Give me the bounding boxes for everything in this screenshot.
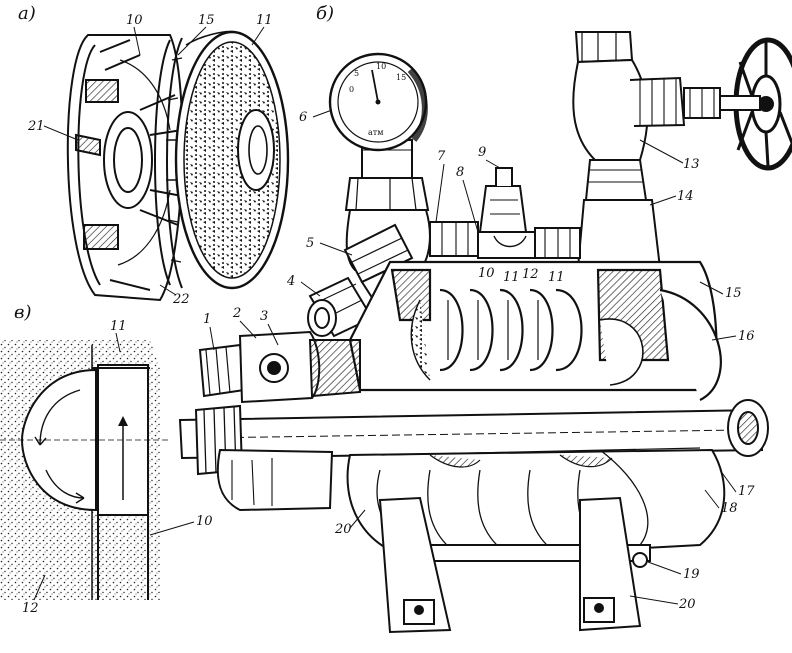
label-a-15: 15 bbox=[198, 13, 215, 28]
label-b-5: 5 bbox=[306, 236, 314, 251]
top-manifold bbox=[429, 167, 581, 259]
label-b-3: 3 bbox=[260, 309, 268, 324]
label-b-9: 9 bbox=[478, 145, 486, 160]
label-b-4: 4 bbox=[286, 274, 295, 289]
gauge-unit: атм bbox=[368, 128, 383, 137]
leader-lines-a bbox=[43, 26, 265, 296]
label-b-8: 8 bbox=[456, 165, 464, 180]
label-a-10: 10 bbox=[126, 13, 143, 28]
impeller-back-disc bbox=[66, 34, 184, 302]
label-b-1: 1 bbox=[203, 312, 211, 327]
pump-base bbox=[378, 496, 651, 634]
label-b-17: 17 bbox=[738, 484, 755, 499]
label-v-11: 11 bbox=[110, 319, 127, 334]
valve-assembly bbox=[572, 31, 792, 269]
panel-label-v: в) bbox=[14, 302, 32, 323]
gauge-scale-5: 5 bbox=[354, 69, 359, 78]
impeller-middle-ring bbox=[154, 37, 183, 289]
pump-shaft bbox=[178, 399, 769, 476]
label-v-12: 12 bbox=[22, 601, 39, 616]
pump-casing bbox=[348, 260, 722, 401]
label-b-11-first: 11 bbox=[503, 270, 520, 285]
label-b-18: 18 bbox=[721, 501, 738, 516]
label-b-19: 19 bbox=[683, 567, 700, 582]
label-b-2: 2 bbox=[232, 306, 241, 321]
panel-b-pump-assembly: б) 0 5 10 15 атм bbox=[178, 3, 792, 634]
label-b-6: 6 bbox=[299, 110, 307, 125]
panel-v-section-view: в) 11 10 12 bbox=[0, 302, 213, 616]
label-a-22: 22 bbox=[172, 292, 190, 307]
bearing-housing-left bbox=[198, 330, 361, 404]
label-b-20-right: 20 bbox=[678, 597, 696, 612]
label-b-10: 10 bbox=[478, 266, 495, 281]
label-b-20-left: 20 bbox=[334, 522, 352, 537]
impeller-front-disc bbox=[174, 30, 290, 290]
gauge-scale-10: 10 bbox=[376, 62, 386, 71]
gauge-scale-0: 0 bbox=[349, 85, 354, 94]
label-a-21: 21 bbox=[27, 119, 45, 134]
label-b-12: 12 bbox=[522, 267, 539, 282]
label-b-7: 7 bbox=[437, 149, 446, 164]
label-b-11-second: 11 bbox=[548, 270, 565, 285]
label-b-14: 14 bbox=[677, 189, 694, 204]
leader-lines-b bbox=[209, 109, 737, 605]
label-v-10: 10 bbox=[196, 514, 213, 529]
label-b-13: 13 bbox=[683, 157, 700, 172]
label-b-15: 15 bbox=[725, 286, 742, 301]
panel-a-impeller-view: а) 10 15 11 21 22 bbox=[18, 3, 290, 307]
panel-label-b: б) bbox=[316, 3, 334, 24]
pressure-gauge: 0 5 10 15 атм bbox=[328, 52, 428, 179]
label-a-11: 11 bbox=[256, 13, 273, 28]
panel-label-a: а) bbox=[18, 3, 36, 24]
gauge-scale-15: 15 bbox=[396, 73, 406, 82]
leader-lines-v bbox=[33, 332, 195, 601]
pump-barrel-lower bbox=[216, 447, 726, 562]
label-b-16: 16 bbox=[738, 329, 755, 344]
